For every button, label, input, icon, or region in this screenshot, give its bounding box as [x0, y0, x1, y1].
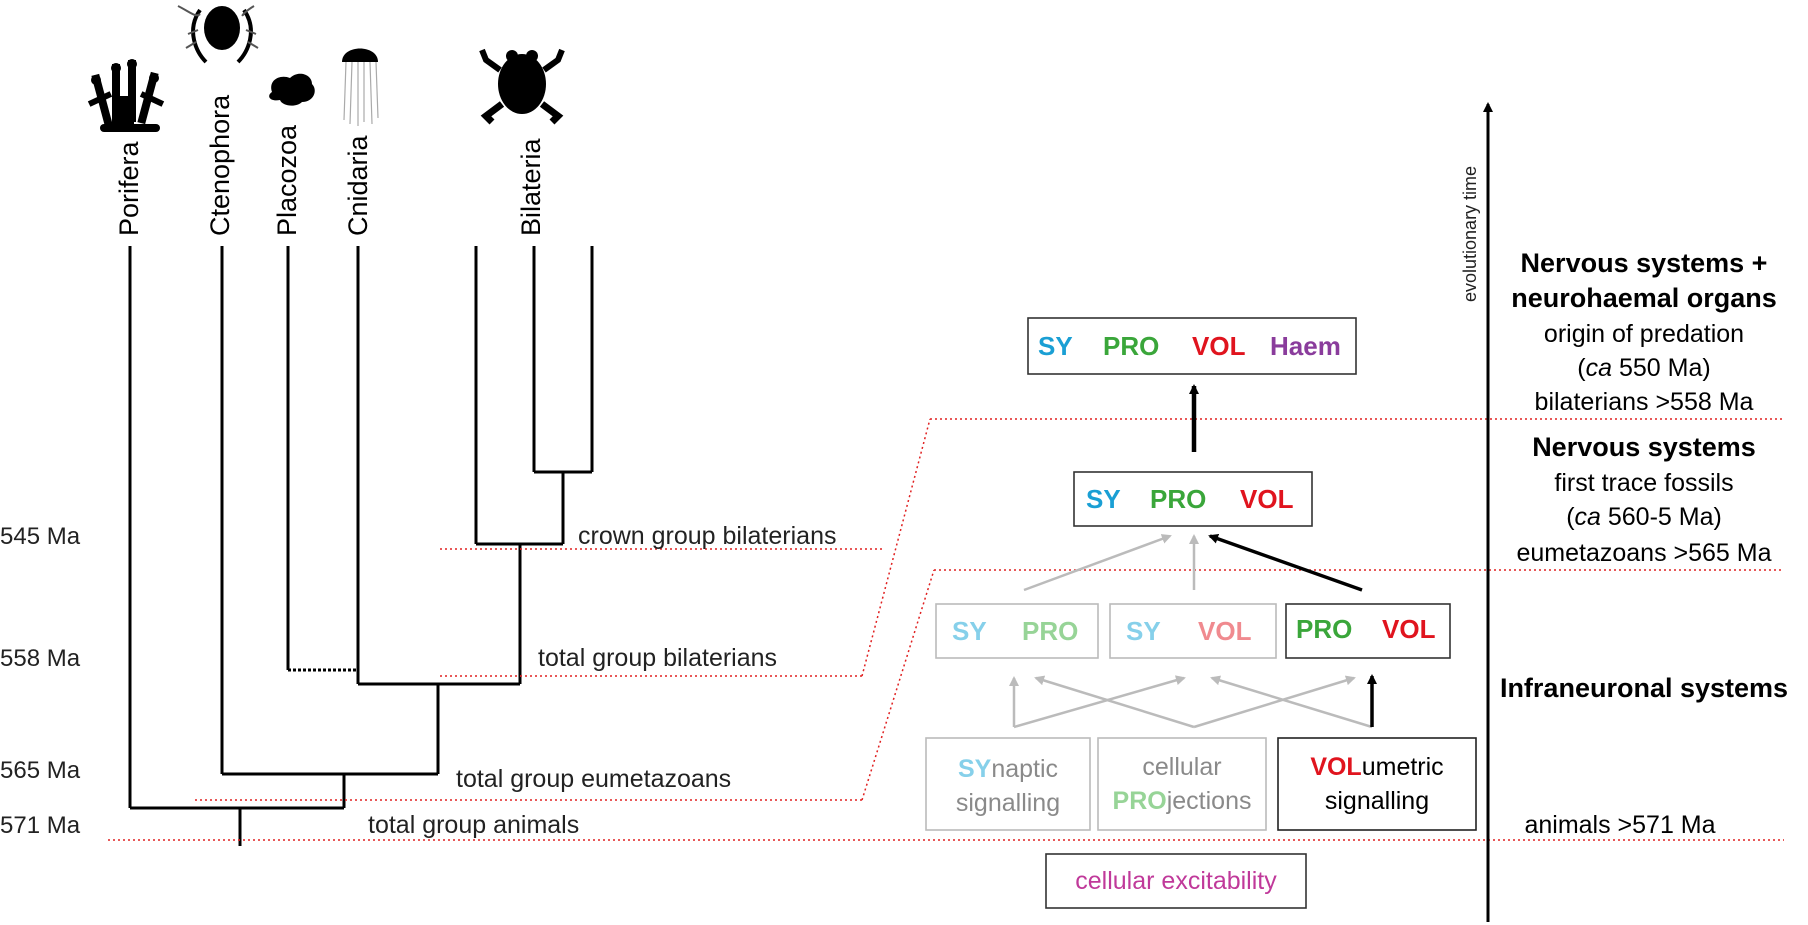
- text-eumetazoans-565: eumetazoans >565 Ma: [1516, 539, 1771, 567]
- box-top-haem: Haem: [1270, 331, 1341, 361]
- heading-ns-haem-2: neurohaemal organs: [1511, 283, 1777, 313]
- age-565: 565 Ma: [0, 757, 81, 784]
- taxon-porifera: Porifera: [114, 140, 144, 236]
- box-sy-pro-pro: PRO: [1022, 616, 1078, 646]
- text-trace-fossils: first trace fossils: [1554, 469, 1733, 497]
- box-synaptic-line1: SYnaptic: [958, 755, 1058, 783]
- box-volumetric: [1277, 737, 1477, 831]
- frog-icon: [479, 48, 565, 125]
- taxon-cnidaria: Cnidaria: [343, 134, 373, 236]
- node-total-eumetazoans: total group eumetazoans: [456, 765, 731, 793]
- box-projections-rest: jections: [1166, 787, 1252, 815]
- sponge-icon: [87, 59, 165, 132]
- text-ca-550-rest: 550 Ma): [1612, 354, 1711, 382]
- heading-ns: Nervous systems: [1532, 432, 1756, 462]
- taxon-ctenophora: Ctenophora: [205, 94, 235, 236]
- box-mid-vol: VOL: [1240, 484, 1294, 514]
- box-excitability: [1045, 853, 1307, 909]
- grey-arrows: [1009, 534, 1373, 729]
- placozoan-icon: [269, 73, 315, 106]
- box-projections: [1097, 737, 1267, 831]
- jellyfish-icon: [342, 48, 379, 126]
- box-volumetric-prefix: VOL: [1310, 753, 1361, 781]
- heading-infraneuronal: Infraneuronal systems: [1500, 673, 1788, 703]
- box-pro-vol-pro: PRO: [1296, 614, 1352, 644]
- node-total-bilaterians: total group bilaterians: [538, 644, 777, 672]
- box-projections-prefix: PRO: [1113, 787, 1167, 815]
- box-sy-vol-sy: SY: [1126, 616, 1161, 646]
- text-ca-550-ca: ca: [1586, 354, 1613, 382]
- box-top-pro: PRO: [1103, 331, 1159, 361]
- box-sy-vol: [1109, 603, 1277, 659]
- box-volumetric-line1: VOLumetric: [1310, 753, 1443, 781]
- box-pro-vol-vol: VOL: [1382, 614, 1436, 644]
- node-total-animals: total group animals: [368, 811, 579, 839]
- box-pro-vol: [1285, 603, 1451, 659]
- taxon-bilateria: Bilateria: [516, 137, 546, 236]
- black-arrows: [1189, 384, 1377, 727]
- box-mid-pro: PRO: [1150, 484, 1206, 514]
- text-animals-571: animals >571 Ma: [1524, 811, 1715, 839]
- box-sy-pro-vol-haem: [1027, 317, 1357, 375]
- box-projections-line1: cellular: [1142, 753, 1221, 781]
- age-571: 571 Ma: [0, 812, 81, 839]
- box-synaptic-line2: signalling: [956, 789, 1060, 817]
- node-crown-bilaterians: crown group bilaterians: [578, 522, 836, 550]
- box-sy-pro-vol: [1073, 471, 1313, 527]
- ctenophore-icon: [177, 5, 259, 64]
- taxon-placozoa: Placozoa: [272, 124, 302, 236]
- heading-ns-haem-1: Nervous systems +: [1521, 248, 1768, 278]
- text-predation: origin of predation: [1544, 320, 1744, 348]
- text-ca-560-ca: ca: [1575, 503, 1602, 531]
- box-excitability-label: cellular excitability: [1075, 867, 1277, 895]
- text-ca-550: (ca 550 Ma): [1577, 354, 1710, 382]
- text-ca-560-rest: 560-5 Ma): [1601, 503, 1722, 531]
- box-synaptic-rest: naptic: [991, 755, 1058, 783]
- text-bilaterians-558: bilaterians >558 Ma: [1535, 388, 1754, 416]
- box-volumetric-rest: umetric: [1362, 753, 1444, 781]
- box-volumetric-line2: signalling: [1325, 787, 1429, 815]
- box-synaptic-prefix: SY: [958, 755, 992, 783]
- time-axis-label: evolutionary time: [1460, 166, 1480, 302]
- box-sy-vol-vol: VOL: [1198, 616, 1252, 646]
- age-545: 545 Ma: [0, 523, 81, 550]
- text-ca-560: (ca 560-5 Ma): [1566, 503, 1722, 531]
- box-synaptic: [925, 737, 1091, 831]
- box-sy-pro: [935, 603, 1099, 659]
- box-mid-sy: SY: [1086, 484, 1121, 514]
- box-top-vol: VOL: [1192, 331, 1246, 361]
- box-projections-line2: PROjections: [1113, 787, 1252, 815]
- box-top-sy: SY: [1038, 331, 1073, 361]
- age-558: 558 Ma: [0, 645, 81, 672]
- box-sy-pro-sy: SY: [952, 616, 987, 646]
- phylogenetic-tree: [128, 246, 594, 846]
